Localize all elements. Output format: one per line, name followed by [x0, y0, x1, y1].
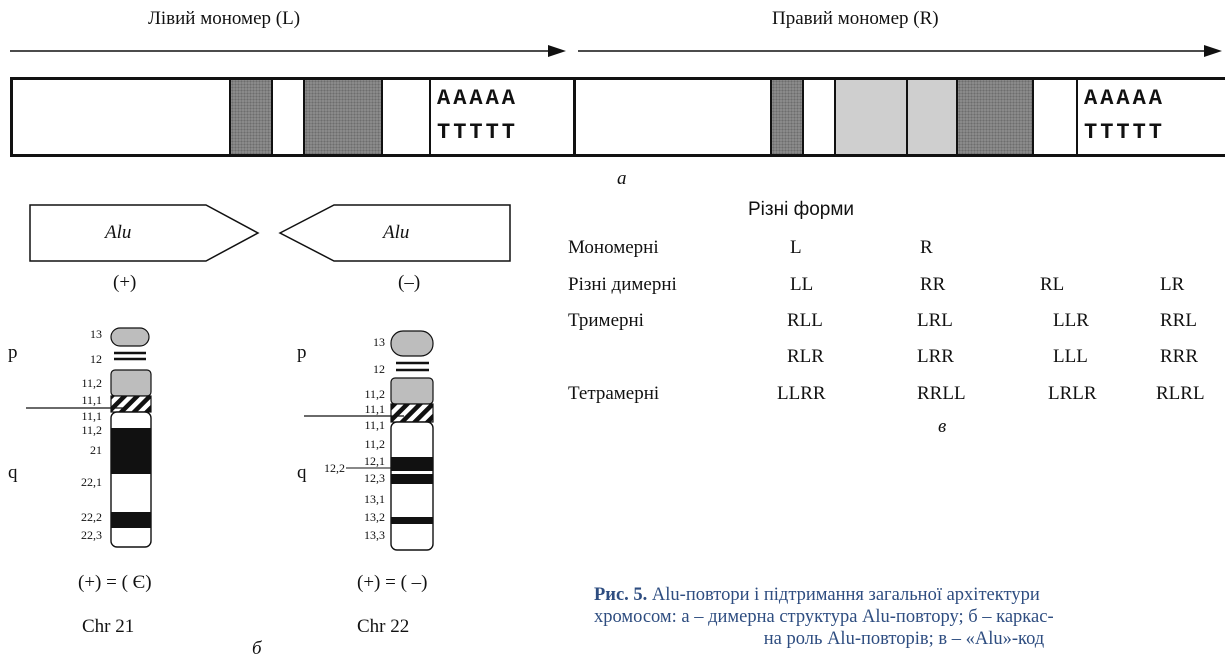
- panel-b-label: б: [252, 638, 262, 659]
- right-segment-5: [908, 80, 958, 154]
- right-segment-6: [958, 80, 1034, 154]
- row-cell: LRR: [917, 346, 954, 367]
- row-name: Мономерні: [568, 237, 659, 258]
- row-cell: LRL: [917, 310, 953, 331]
- chr22-band: 11,1: [364, 402, 385, 416]
- monomer-arrows: [10, 45, 1222, 57]
- caption-line-2: хромосом: а – димерна структура Alu-повт…: [594, 607, 1054, 627]
- chr22-p-arm-label: p: [297, 342, 307, 363]
- chr21-p-arm-label: p: [8, 342, 18, 363]
- chr22-band: 11,1: [364, 418, 385, 432]
- caption-line-1: Рис. 5. Alu-повтори і підтримання загаль…: [594, 584, 1214, 606]
- row-cell: RRLL: [917, 383, 966, 404]
- chr21-band: 11,2: [81, 376, 102, 390]
- row-cell: RL: [1040, 274, 1065, 295]
- chr22-band: 11,2: [364, 387, 385, 401]
- row-cell: R: [920, 237, 933, 258]
- chr22-band: 11,2: [364, 437, 385, 451]
- chr21-band: 21: [90, 443, 102, 457]
- right-segment-3: [804, 80, 836, 154]
- chr21-band: 11,2: [81, 423, 102, 437]
- alu-minus-text: Alu: [383, 222, 410, 243]
- caption-line-3: на роль Alu-повторів; в – «Alu»-код: [763, 629, 1045, 649]
- row-name: Тетрамерні: [568, 383, 660, 404]
- left-polyt-text: TTTTT: [437, 120, 519, 145]
- left-polya-segment: AAAAA TTTTT: [431, 80, 576, 154]
- chr22-name: Chr 22: [357, 616, 410, 637]
- row-cell: RR: [920, 274, 946, 295]
- chr22-band: 12,1: [364, 454, 385, 468]
- chr22-band: 13,2: [364, 510, 385, 524]
- row-cell: RLRL: [1156, 383, 1205, 404]
- plus-strand-sign: (+): [113, 272, 137, 293]
- left-segment-2: [231, 80, 273, 154]
- right-monomer-title: Правий мономер (R): [772, 8, 939, 29]
- right-polyt-text: TTTTT: [1084, 120, 1166, 145]
- row-cell: RRL: [1160, 310, 1197, 331]
- right-polya-text: AAAAA: [1084, 86, 1166, 111]
- panel-a-label: а: [617, 168, 627, 189]
- row-cell: L: [790, 237, 802, 258]
- chr22-ideogram: [304, 330, 434, 551]
- row-name: Різні димерні: [568, 274, 677, 295]
- right-segment-4: [836, 80, 908, 154]
- chr21-band: 12: [90, 352, 102, 366]
- panel-c-label: в: [938, 416, 947, 437]
- chr22-formula: (+) = ( –): [357, 572, 428, 593]
- chr21-band: 11,1: [81, 409, 102, 423]
- chr22-band: 12,3: [364, 471, 385, 485]
- right-segment-7: [1034, 80, 1078, 154]
- left-segment-1: [13, 80, 231, 154]
- right-segment-1: [576, 80, 772, 154]
- row-cell: LRLR: [1048, 383, 1097, 404]
- row-name: Тримерні: [568, 310, 644, 331]
- chr21-ideogram: [26, 327, 152, 548]
- chr22-band: 12,2: [324, 461, 345, 475]
- alu-dimer-bar: AAAAA TTTTT AAAAA TTTTT: [10, 77, 1225, 157]
- row-cell: RRR: [1160, 346, 1199, 367]
- caption-line-1-text: Alu-повтори і підтримання загальної архі…: [651, 585, 1040, 605]
- left-segment-3: [273, 80, 305, 154]
- row-cell: RLR: [787, 346, 824, 367]
- chr22-q-arm-label: q: [297, 462, 307, 483]
- left-segment-5: [383, 80, 431, 154]
- row-cell: RLL: [787, 310, 823, 331]
- left-polya-text: AAAAA: [437, 86, 519, 111]
- row-cell: LLRR: [777, 383, 826, 404]
- chr22-band: 12: [373, 362, 385, 376]
- right-polya-segment: AAAAA TTTTT: [1078, 80, 1225, 154]
- right-segment-2: [772, 80, 804, 154]
- chr22-band: 13,3: [364, 528, 385, 542]
- caption-figure-number: Рис. 5.: [594, 585, 648, 605]
- row-cell: LLL: [1053, 346, 1088, 367]
- left-monomer-title: Лівий мономер (L): [148, 8, 301, 29]
- row-cell: LR: [1160, 274, 1185, 295]
- chr21-formula: (+) = ( Є): [78, 572, 152, 593]
- chr21-band: 13: [90, 327, 102, 341]
- chr21-q-arm-label: q: [8, 462, 18, 483]
- figure-caption: Рис. 5. Alu-повтори і підтримання загаль…: [594, 584, 1214, 650]
- alu-plus-arrow: [29, 204, 260, 262]
- chr22-band: 13,1: [364, 492, 385, 506]
- minus-strand-sign: (–): [398, 272, 421, 293]
- row-cell: LLR: [1053, 310, 1089, 331]
- chr22-band: 13: [373, 335, 385, 349]
- left-segment-4: [305, 80, 383, 154]
- chr21-band: 22,1: [81, 475, 102, 489]
- alu-plus-text: Alu: [105, 222, 132, 243]
- alu-minus-arrow: [278, 204, 511, 262]
- chr21-band: 22,2: [81, 510, 102, 524]
- chr21-band: 11,1: [81, 393, 102, 407]
- row-cell: LL: [790, 274, 814, 295]
- chr21-name: Chr 21: [82, 616, 135, 637]
- forms-heading: Різні форми: [748, 199, 855, 220]
- chr21-band: 22,3: [81, 528, 102, 542]
